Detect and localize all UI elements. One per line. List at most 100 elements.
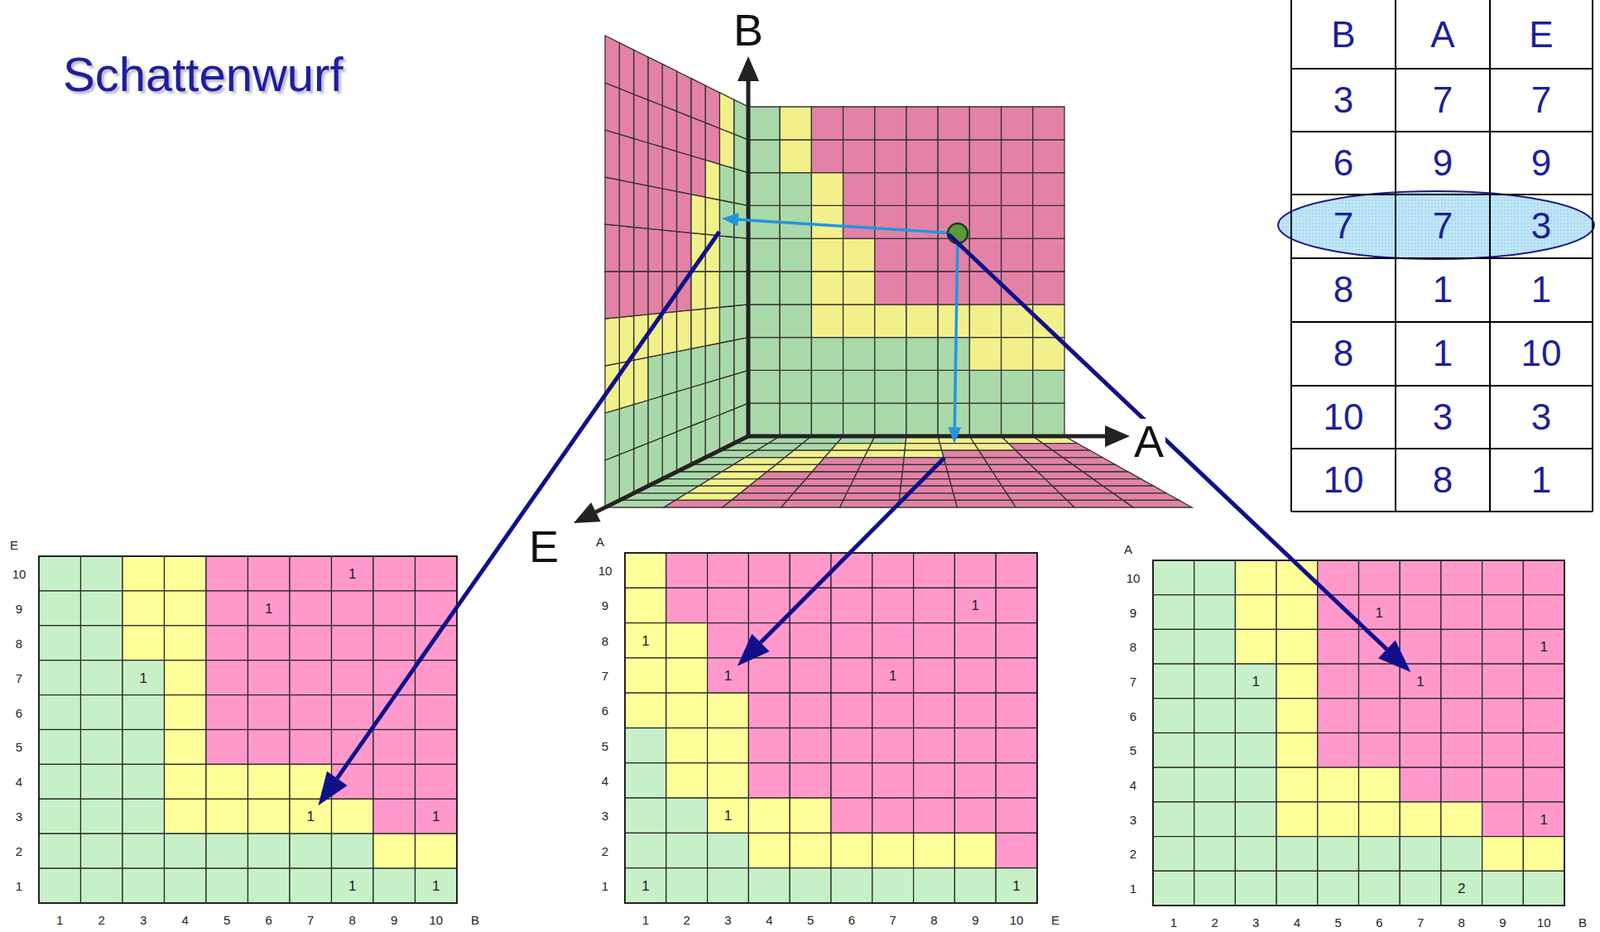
axis-arrow [595,436,749,513]
back-wall-cell [1001,238,1034,272]
grid-cell [666,868,708,904]
floor-cell [818,457,865,466]
table-cell: 3 [1531,207,1552,245]
grid-cell [1153,595,1195,630]
grid-cell [954,868,996,904]
floor-cell [949,479,1002,487]
grid-cell [164,590,207,626]
grid-cell [1359,733,1401,769]
tick-number: 9 [1499,916,1506,929]
tick-number: 2 [1129,847,1137,861]
grid-cell [331,625,375,661]
left-wall-cell [648,271,663,315]
grid-cell [1317,870,1360,906]
grid-cell [789,692,832,728]
floor-cell [675,493,740,501]
grid-cell [707,728,750,764]
left-wall-cell [677,71,692,117]
mapping-arrow-head [737,634,770,667]
floor-cell [663,499,732,508]
grid-cell [1399,767,1442,803]
mapping-arrow [760,457,945,643]
grid-cell [1194,802,1236,837]
left-wall-cell [662,105,677,152]
axis-label: B [1578,916,1587,929]
grid-cell [248,660,291,696]
left-wall-cell [648,354,663,400]
grid-cell [872,868,914,904]
grid-cell [1194,595,1236,630]
grid-cell [81,590,124,626]
grid-cell [1234,698,1277,734]
grid-cell [1441,698,1483,734]
floor-cell [1002,485,1061,494]
table-cell: 1 [1432,335,1453,372]
tick-number: 3 [1129,812,1137,826]
floor-cell [840,499,900,508]
grid-cell [1317,733,1360,769]
table-cell: 8 [1432,461,1453,499]
left-wall-cell [619,271,634,318]
grid-cell [789,832,832,868]
cell-count: 1 [1375,605,1384,620]
left-wall-cell [734,134,749,173]
grid-cell [1441,733,1483,769]
grid-cell [38,730,82,765]
grid-cell [872,623,914,659]
grid-cell [1523,629,1565,664]
grid-frame [38,556,457,904]
tick-number: 9 [15,601,23,615]
left-wall-cell [634,182,649,229]
back-wall-cell [843,172,875,207]
grid-cell [1441,629,1483,664]
table-cell: 10 [1323,461,1365,499]
grid-cell [954,658,996,693]
back-wall-cell [811,403,843,437]
grid-cell [38,625,82,661]
back-wall-cell [969,172,1001,207]
grid-cell [289,730,332,765]
grid-cell [248,556,291,591]
cell-count: 1 [432,879,440,894]
grid-cell [1399,560,1442,596]
back-wall-cell [906,106,938,140]
grid-cell [1276,595,1318,630]
grid-cell [248,730,291,765]
grid-cell [164,556,207,591]
grid-cell [707,692,750,728]
grid-cell [289,798,332,834]
grid-cell [206,625,249,661]
cell-count: 1 [1012,878,1020,893]
grid-cell [1441,663,1483,699]
grid-cell [415,730,458,765]
grid-cell [872,552,914,588]
floor-cell [1083,471,1142,480]
back-wall-cell [1001,172,1034,207]
floor-cell [903,450,944,458]
grid-cell [624,587,667,623]
grid-cell [1523,663,1565,699]
grid-cell [81,833,124,869]
slide-title: Schattenwurf [62,48,344,101]
grid-cell [122,763,165,799]
tick-number: 2 [15,845,23,858]
back-wall-cell [748,106,780,140]
grid-cell [748,868,790,904]
grid-cell [624,728,667,764]
grid-cell [1523,698,1565,734]
tick-number: 6 [601,704,609,717]
cell-count: 1 [1539,639,1548,654]
back-wall-cell [1033,369,1065,404]
floor-cell [1093,479,1154,487]
floor-cell [793,443,837,452]
axis-arrow [748,434,1106,439]
tick-number: 5 [15,740,23,754]
grid-cell [1359,560,1401,596]
grid-cell [81,730,124,765]
grid-cell [748,692,790,728]
grid-cell [913,587,956,623]
grid-cell [122,695,165,731]
tick-number: 10 [598,564,613,577]
grid-cell [38,556,82,591]
grid-cell [1441,595,1483,630]
